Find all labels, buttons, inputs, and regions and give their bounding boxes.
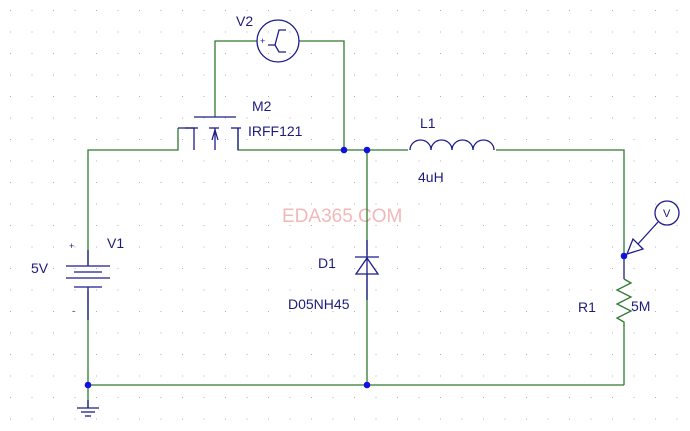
m2-value: IRFF121 xyxy=(248,123,303,139)
inductor-l1[interactable]: L1 4uH xyxy=(408,115,496,185)
probe-label: V xyxy=(663,208,671,220)
d1-ref: D1 xyxy=(318,255,336,271)
m2-ref: M2 xyxy=(252,98,272,114)
svg-text:+: + xyxy=(260,36,265,46)
pulse-source-v2[interactable]: + V2 xyxy=(236,13,300,63)
r1-ref: R1 xyxy=(578,299,596,315)
v1-minus: - xyxy=(72,306,75,316)
watermark: EDA365.COM xyxy=(282,206,402,227)
v1-ref: V1 xyxy=(107,235,124,251)
voltage-probe[interactable]: V xyxy=(625,200,680,256)
l1-ref: L1 xyxy=(420,115,436,131)
mosfet-m2[interactable]: M2 IRFF121 xyxy=(178,98,303,150)
ground-symbol xyxy=(77,400,99,417)
d1-value: D05NH45 xyxy=(288,296,350,312)
v2-ref: V2 xyxy=(236,13,253,29)
junction-dots xyxy=(84,146,628,389)
dc-source-v1[interactable]: + - V1 5V xyxy=(31,235,124,320)
v1-value: 5V xyxy=(31,260,49,276)
l1-value: 4uH xyxy=(418,169,444,185)
v1-plus: + xyxy=(69,241,74,251)
resistor-r1[interactable]: R1 5M xyxy=(578,255,650,326)
r1-value: 5M xyxy=(631,298,650,314)
diode-d1[interactable]: D1 D05NH45 xyxy=(288,240,380,312)
